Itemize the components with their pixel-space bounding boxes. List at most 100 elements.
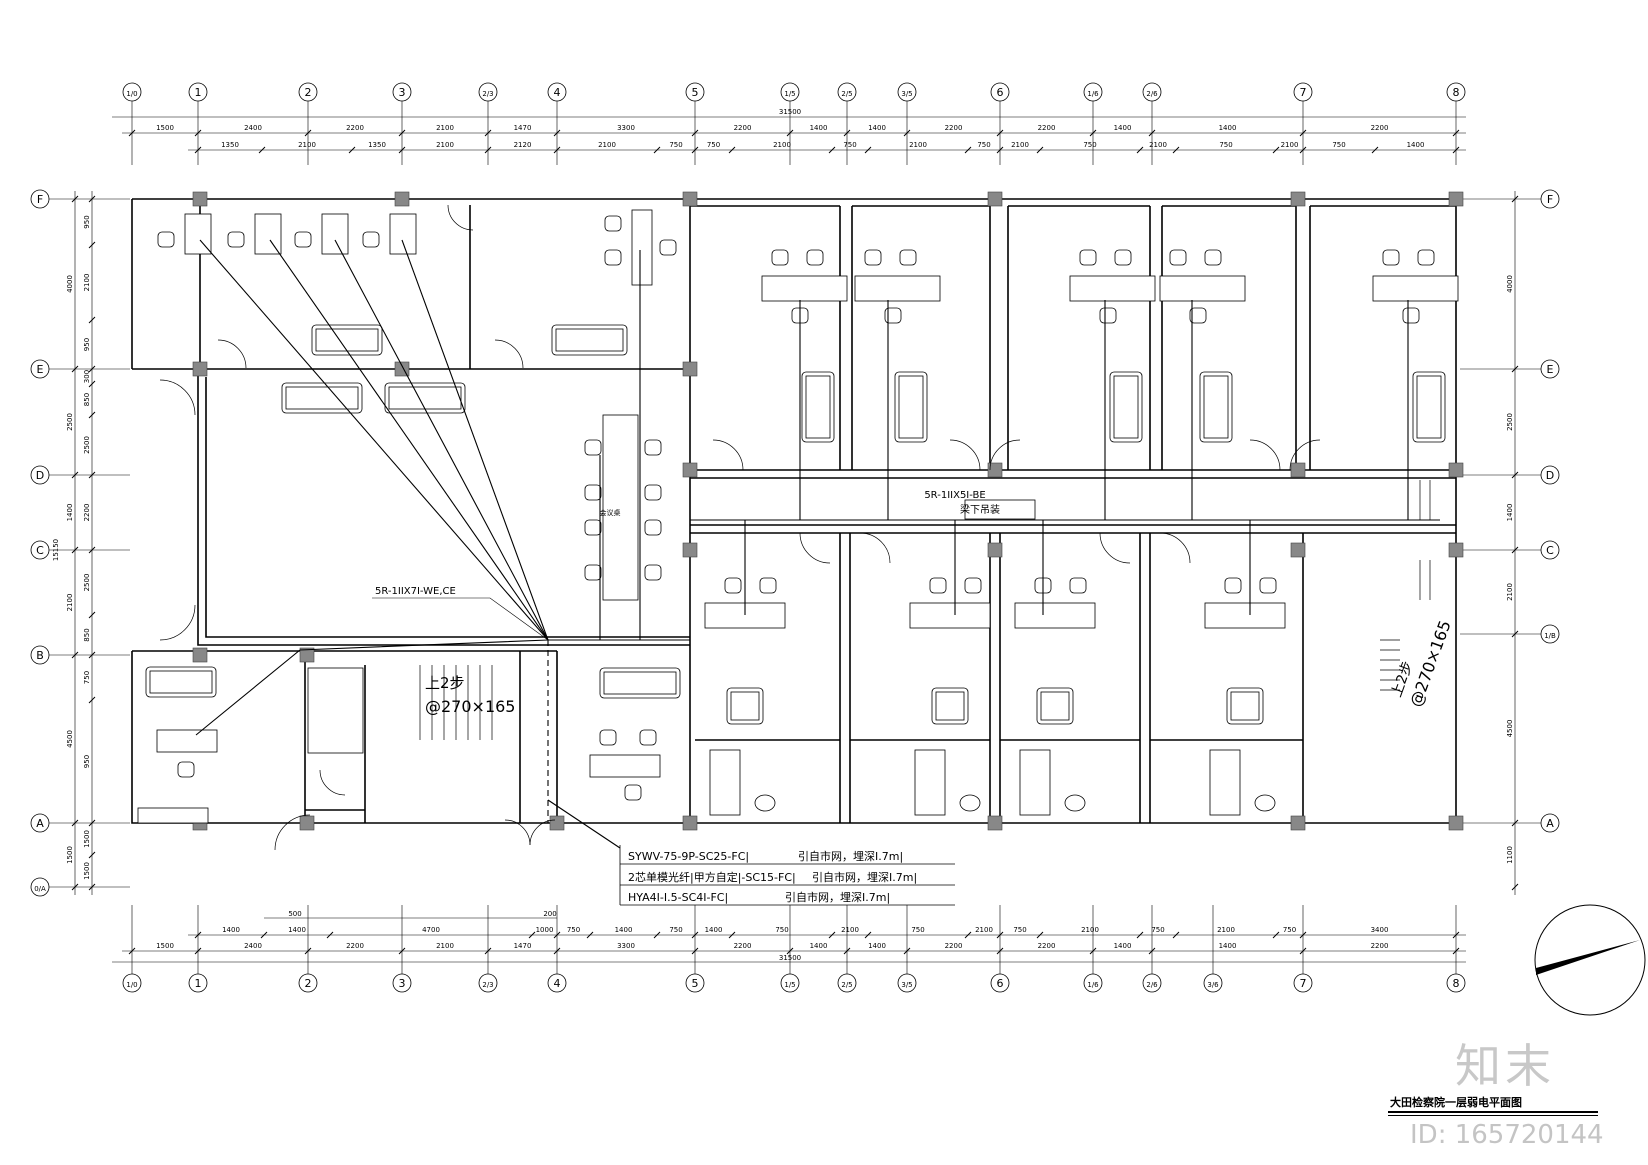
axis-bottom-13-circle [1203, 973, 1223, 993]
axis-top-0-label: 1/0 [126, 90, 137, 98]
axis-left-0-label: F [37, 193, 43, 206]
dim-left-inner-text-4: 850 [83, 393, 91, 406]
column-12 [1448, 462, 1464, 478]
column-14 [987, 542, 1003, 558]
dim-top-inner-text-9: 750 [843, 141, 856, 149]
axis-bottom-7-circle [780, 973, 800, 993]
dim-top-inner-tick-15 [1172, 146, 1180, 154]
dim-bottom-outer-text-11: 1400 [1114, 942, 1132, 950]
column-2 [682, 191, 698, 207]
dim-right-tick-2 [1511, 471, 1519, 479]
axis-top-7-circle [780, 82, 800, 102]
dim-bottom-outer-tick-12 [1148, 947, 1156, 955]
chair-lower-mid-c [624, 784, 642, 801]
conf-chair-r-1 [644, 484, 662, 501]
watermark-logo: 知末 [1455, 1039, 1555, 1093]
door-13 [159, 604, 196, 641]
desk-lower-1 [909, 602, 991, 629]
dim-bottom-small-a: 500 [288, 910, 301, 918]
dim-bottom-small-b: 200 [543, 910, 556, 918]
door-9 [859, 532, 891, 564]
dim-bottom-inner-text-4: 750 [567, 926, 580, 934]
axis-right-4-circle [1540, 624, 1560, 644]
dim-left-inner-text-10: 950 [83, 755, 91, 768]
dim-left-outer-tick-1 [71, 365, 79, 373]
dim-bottom-inner-tick-17 [1299, 931, 1307, 939]
dim-left-inner-tick-10 [88, 696, 96, 704]
axis-bottom-6-label: 5 [692, 977, 699, 990]
dim-right-text-2: 1400 [1506, 504, 1514, 522]
desk-lower-2 [1014, 602, 1096, 629]
axis-top-5-circle [547, 82, 567, 102]
dim-left-outer-tick-5 [71, 819, 79, 827]
dim-left-inner-text-7: 2500 [83, 574, 91, 592]
axis-top-4-label: 2/3 [482, 90, 493, 98]
dim-bottom-outer-tick-10 [996, 947, 1004, 955]
dim-left-inner-text-12: 1500 [83, 862, 91, 880]
axis-top-12-circle [1142, 82, 1162, 102]
dim-left-inner-text-0: 950 [83, 215, 91, 228]
dim-top-inner-text-17: 750 [1332, 141, 1345, 149]
sofa-top-left-seat [315, 328, 379, 352]
dim-top-outer-text-1: 2400 [244, 124, 262, 132]
chair-lower-b-1 [964, 577, 982, 594]
dim-bottom-outer-tick-0 [128, 947, 136, 955]
dim-top-outer-tick-3 [398, 129, 406, 137]
axis-top-6-label: 5 [692, 86, 699, 99]
wall-13 [839, 533, 1304, 823]
dim-bottom-outer-text-3: 2100 [436, 942, 454, 950]
cable-top-left-2 [334, 239, 549, 641]
dim-top-outer-text-12: 1400 [1219, 124, 1237, 132]
dim-top-inner-tick-0 [194, 146, 202, 154]
dim-left-inner-tick-0 [88, 195, 96, 203]
dim-top-inner-text-11: 750 [977, 141, 990, 149]
cable-routes [195, 239, 1440, 849]
column-24 [299, 815, 315, 831]
chair-lower-mid-b [639, 729, 657, 746]
door-15 [319, 769, 346, 796]
conf-chair-r-2 [644, 519, 662, 536]
dim-bottom-outer-text-9: 2200 [945, 942, 963, 950]
chair-lower-left [177, 761, 195, 778]
axis-top-7-label: 1/5 [784, 90, 795, 98]
axis-bottom-1-circle [188, 973, 208, 993]
bath-lower-3 [1209, 749, 1241, 816]
column-10 [987, 462, 1003, 478]
dim-bottom-outer-text-7: 1400 [810, 942, 828, 950]
dim-bottom-inner-text-1: 1400 [288, 926, 306, 934]
dim-left-outer-tick-2 [71, 471, 79, 479]
dim-top-outer-tick-14 [1452, 129, 1460, 137]
axis-bottom-4-label: 2/3 [482, 981, 493, 989]
dim-top-outer-tick-1 [194, 129, 202, 137]
dim-top-outer-tick-4 [484, 129, 492, 137]
axis-left-4-label: B [36, 649, 44, 662]
conf-chair-l-1 [584, 484, 602, 501]
dim-top-inner-text-14: 2100 [1149, 141, 1167, 149]
column-11 [1290, 462, 1306, 478]
dim-left-outer-text-1: 2500 [66, 413, 74, 431]
door-19 [1419, 560, 1431, 600]
axis-right-1-label: E [1547, 363, 1554, 376]
axis-bottom-14-circle [1293, 973, 1313, 993]
dim-left-outer-tick-3 [71, 546, 79, 554]
cable-label-corridor: 5R-1IIX5I-BE [924, 490, 985, 501]
door-3 [712, 439, 744, 471]
dim-top-inner-tick-1 [258, 146, 266, 154]
dim-left-inner-text-5: 2500 [83, 436, 91, 454]
axis-bottom-13-label: 3/6 [1207, 981, 1219, 989]
axis-bottom-6-circle [685, 973, 705, 993]
dim-bottom-outer-tick-11 [1089, 947, 1097, 955]
chair-upper-a-2 [1079, 249, 1097, 266]
dim-top-inner-text-6: 750 [669, 141, 682, 149]
desk-lower-mid [589, 754, 661, 778]
axis-right-2-circle [1540, 465, 1560, 485]
axis-bottom-15-circle [1446, 973, 1466, 993]
dim-bottom-inner-tick-15 [1172, 931, 1180, 939]
axis-top-14-circle [1446, 82, 1466, 102]
axis-top-3-circle [392, 82, 412, 102]
legend-note-2: 引自市网，埋深I.7m| [812, 870, 917, 884]
axis-left-0-circle [30, 189, 50, 209]
dim-right-tick-3 [1511, 546, 1519, 554]
dim-top-inner-tick-18 [1371, 146, 1379, 154]
